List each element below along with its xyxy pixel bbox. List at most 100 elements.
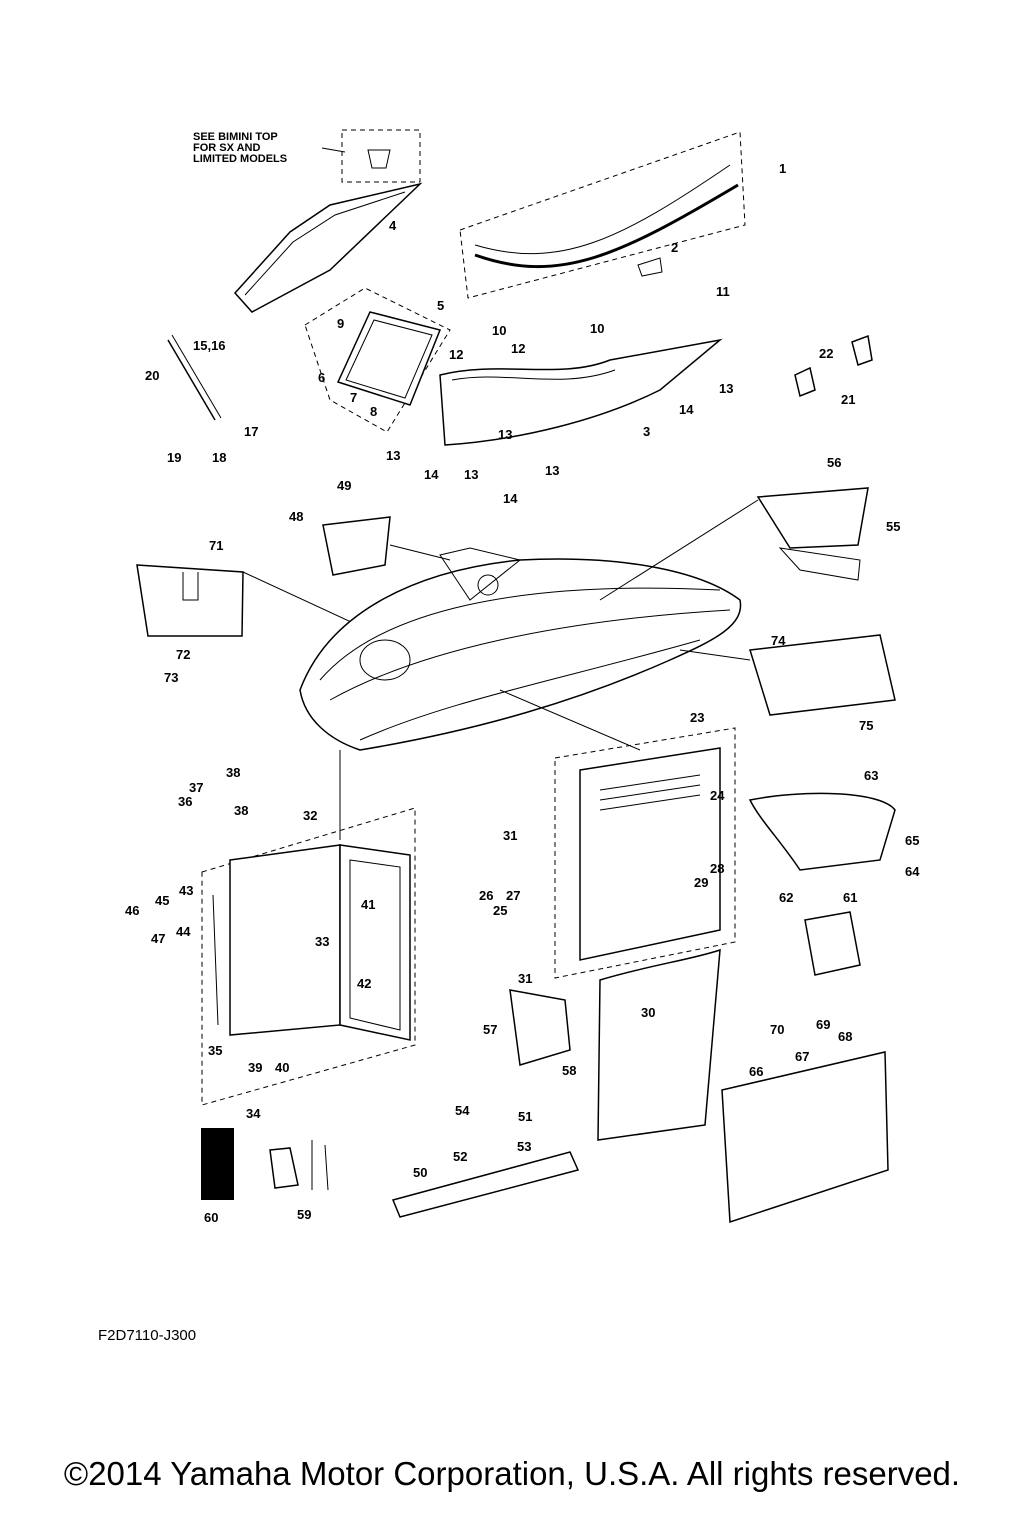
callout-54: 54 [455, 1103, 470, 1118]
callout-7: 7 [350, 390, 357, 405]
drawing-code: F2D7110-J300 [98, 1327, 197, 1344]
callout-32: 32 [303, 808, 317, 823]
callout-19: 19 [167, 450, 181, 465]
callout-4: 4 [389, 218, 397, 233]
callout-49: 49 [337, 478, 351, 493]
callout-41: 41 [361, 897, 375, 912]
callout-13a: 13 [719, 381, 733, 396]
grab-handle [167, 334, 222, 421]
callout-52: 52 [453, 1149, 467, 1164]
callout-31a: 31 [503, 828, 517, 843]
windshield-frame [233, 182, 423, 313]
window-group [304, 287, 451, 433]
callout-64: 64 [905, 864, 920, 879]
bimini-note: SEE BIMINI TOP FOR SX AND LIMITED MODELS [193, 129, 421, 183]
storage-bin [322, 516, 451, 576]
callout-55: 55 [886, 519, 900, 534]
callout-9: 9 [337, 316, 344, 331]
callout-34: 34 [246, 1106, 261, 1121]
vent [804, 911, 861, 976]
rub-strip [391, 1151, 580, 1218]
seat-cushion [748, 792, 896, 871]
callout-1: 1 [779, 161, 786, 176]
note-line-2: FOR SX AND [193, 142, 260, 154]
callout-31b: 31 [518, 971, 532, 986]
callout-29: 29 [694, 875, 708, 890]
access-panel [721, 1051, 889, 1224]
callout-66: 66 [749, 1064, 763, 1079]
callout-75: 75 [859, 718, 873, 733]
callout-46: 46 [125, 903, 139, 918]
callouts: 1 2 3 4 5 6 7 8 9 10 10 11 12 12 13 13 1… [125, 161, 920, 1225]
callout-51: 51 [518, 1109, 532, 1124]
callout-40: 40 [275, 1060, 289, 1075]
callout-39: 39 [248, 1060, 262, 1075]
callout-2: 2 [671, 240, 678, 255]
callout-12a: 12 [449, 347, 463, 362]
callout-14c: 14 [503, 491, 518, 506]
note-line-1: SEE BIMINI TOP [193, 131, 278, 143]
side-panel [439, 338, 723, 446]
callout-13d: 13 [545, 463, 559, 478]
callout-42: 42 [357, 976, 371, 991]
callout-44: 44 [176, 924, 191, 939]
callout-48: 48 [289, 509, 303, 524]
callout-70: 70 [770, 1022, 784, 1037]
callout-56: 56 [827, 455, 841, 470]
callout-43: 43 [179, 883, 193, 898]
callout-14b: 14 [424, 467, 439, 482]
callout-24: 24 [710, 788, 725, 803]
callout-45: 45 [155, 893, 169, 908]
brackets [794, 334, 873, 398]
callout-17: 17 [244, 424, 258, 439]
callout-65: 65 [905, 833, 919, 848]
callout-37: 37 [189, 780, 203, 795]
callout-47: 47 [151, 931, 165, 946]
callout-58: 58 [562, 1063, 576, 1078]
callout-38a: 38 [226, 765, 240, 780]
callout-36: 36 [178, 794, 192, 809]
callout-73: 73 [164, 670, 178, 685]
callout-35: 35 [208, 1043, 222, 1058]
callout-63: 63 [864, 768, 878, 783]
callout-23: 23 [690, 710, 704, 725]
callout-57: 57 [483, 1022, 497, 1037]
callout-50: 50 [413, 1165, 427, 1180]
callout-68: 68 [838, 1029, 852, 1044]
callout-10b: 10 [590, 321, 604, 336]
callout-69: 69 [816, 1017, 830, 1032]
callout-59: 59 [297, 1207, 311, 1222]
callout-33: 33 [315, 934, 329, 949]
callout-26: 26 [479, 888, 493, 903]
callout-12b: 12 [511, 341, 525, 356]
callout-72: 72 [176, 647, 190, 662]
callout-13c: 13 [464, 467, 478, 482]
callout-11: 11 [716, 284, 730, 299]
door-group [499, 689, 736, 979]
note-line-3: LIMITED MODELS [193, 153, 287, 165]
callout-25: 25 [493, 903, 507, 918]
callout-74: 74 [771, 633, 786, 648]
callout-13e: 13 [498, 427, 512, 442]
callout-38b: 38 [234, 803, 248, 818]
callout-62: 62 [779, 890, 793, 905]
rail-group [459, 131, 746, 299]
door-seal [597, 948, 721, 1141]
callout-5: 5 [437, 298, 444, 313]
boat-hull [299, 547, 742, 751]
callout-61: 61 [843, 890, 857, 905]
callout-10a: 10 [492, 323, 506, 338]
callout-3: 3 [643, 424, 650, 439]
callout-22: 22 [819, 346, 833, 361]
callout-13b: 13 [386, 448, 400, 463]
callout-18: 18 [212, 450, 226, 465]
small-bin [509, 989, 571, 1066]
callout-67: 67 [795, 1049, 809, 1064]
callout-20: 20 [145, 368, 159, 383]
tool-kit [269, 1140, 329, 1191]
callout-30: 30 [641, 1005, 655, 1020]
callout-53: 53 [517, 1139, 531, 1154]
callout-60: 60 [204, 1210, 218, 1225]
callout-21: 21 [841, 392, 855, 407]
